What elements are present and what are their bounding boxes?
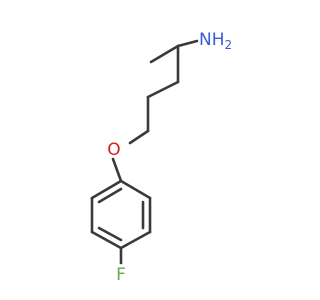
ring-bond-1 bbox=[119, 179, 152, 200]
ring-double-bond-2 bbox=[97, 226, 123, 242]
bond-chiral-amine bbox=[176, 39, 199, 48]
ring-bond-3 bbox=[119, 230, 152, 250]
bond-methyl-chiral bbox=[149, 44, 180, 64]
ring-bond-6 bbox=[90, 179, 123, 200]
amine-text: NH bbox=[199, 30, 225, 50]
ring-bond-4 bbox=[90, 230, 123, 250]
oxygen-label: O bbox=[107, 140, 120, 160]
amine-subscript: 2 bbox=[225, 38, 233, 52]
fluorine-label: F bbox=[116, 265, 126, 285]
bond-c5-oxygen bbox=[128, 129, 150, 145]
ring-double-bond-3 bbox=[97, 187, 123, 204]
amine-label: NH2 bbox=[199, 30, 232, 52]
bond-c3-c4 bbox=[146, 80, 180, 99]
molecule-structure: NH2 O F bbox=[90, 30, 232, 285]
bond-oxygen-ring bbox=[111, 157, 123, 183]
